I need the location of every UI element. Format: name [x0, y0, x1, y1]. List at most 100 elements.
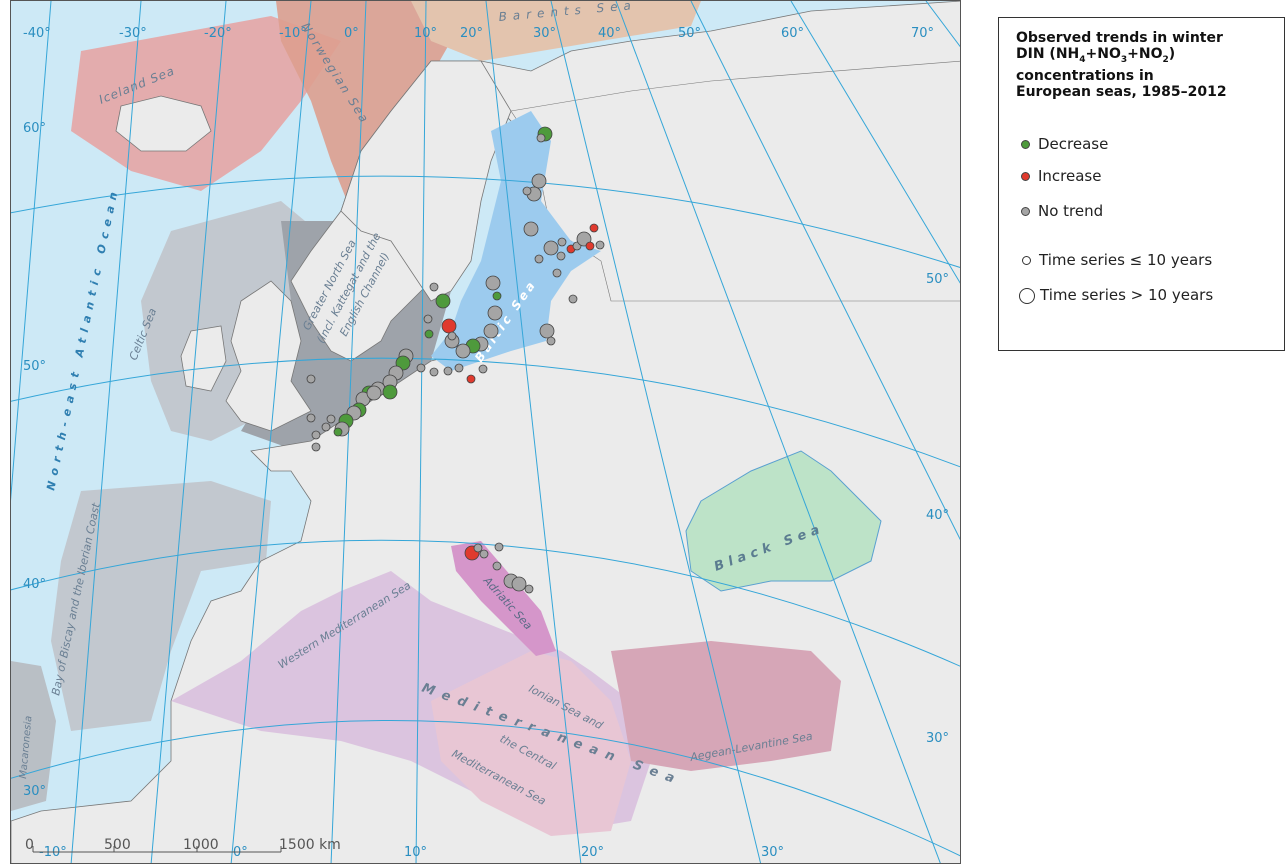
station-decrease: [492, 291, 502, 301]
scale-label: 500: [104, 837, 131, 853]
station-increase: [589, 223, 599, 233]
station-no-trend: [522, 186, 532, 196]
land-great-britain: [225, 280, 312, 432]
station-no-trend: [485, 275, 501, 291]
station-no-trend: [306, 413, 316, 423]
station-no-trend: [568, 294, 578, 304]
region-black-sea: [685, 450, 882, 592]
station-no-trend: [539, 323, 555, 339]
station-no-trend: [483, 323, 499, 339]
legend-subscript: 3: [1120, 54, 1128, 65]
lon-label-top: -40°: [23, 26, 51, 41]
station-decrease: [435, 293, 451, 309]
legend-title-part: +NO: [1127, 46, 1163, 62]
lon-label-top: -20°: [204, 26, 232, 41]
legend-item-label: Increase: [1038, 167, 1102, 185]
station-decrease: [424, 329, 434, 339]
legend-title-part: DIN (NH: [1016, 46, 1080, 62]
station-no-trend: [454, 363, 464, 373]
legend-subscript: 4: [1079, 54, 1086, 65]
station-no-trend: [523, 221, 539, 237]
graticule-lat-30: [11, 720, 960, 857]
land-iceland: [115, 95, 212, 152]
scale-label: 1000: [183, 837, 219, 853]
station-increase: [585, 241, 595, 251]
legend-item-short-series: Time series ≤ 10 years: [1021, 251, 1212, 269]
lat-label-left: 40°: [23, 577, 46, 592]
legend-item-label: Time series ≤ 10 years: [1039, 251, 1213, 269]
lat-label-left: 60°: [23, 121, 46, 136]
land-scandinavia: [340, 60, 512, 302]
graticule-labels: -40° -30° -20° -10° 0° 10° 20° 30° 40° 5…: [23, 26, 949, 860]
station-decrease: [333, 427, 343, 437]
lon-label-top: 50°: [678, 26, 701, 41]
lat-label-right: 30°: [926, 731, 949, 746]
station-no-trend: [321, 422, 331, 432]
legend-item-label: Decrease: [1038, 135, 1109, 153]
station-no-trend: [524, 584, 534, 594]
legend-item-label: No trend: [1038, 202, 1104, 220]
region-ionian-sea: [431, 651, 631, 836]
station-increase: [466, 374, 476, 384]
increase-dot-icon: [1021, 172, 1030, 181]
region-macaronesia: [11, 661, 56, 811]
station-no-trend: [423, 314, 433, 324]
legend-title: Observed trends in winter DIN (NH4+NO3+N…: [1016, 30, 1227, 100]
legend-item-label: Time series > 10 years: [1040, 286, 1214, 304]
station-no-trend: [556, 251, 566, 261]
graticule: [11, 1, 960, 863]
graticule-lon-60: [790, 1, 960, 284]
graticule-lon-m20: [150, 1, 227, 863]
land-ireland: [180, 325, 227, 392]
station-no-trend: [494, 542, 504, 552]
lon-label-top: 0°: [344, 26, 359, 41]
scale-bar: 0 500 1000 1500 km: [25, 837, 341, 853]
legend-item-increase: Increase: [1021, 167, 1101, 185]
graticule-lon-30: [550, 1, 762, 863]
station-no-trend: [557, 237, 567, 247]
station-no-trend: [416, 363, 426, 373]
legend-title-line: concentrations in: [1016, 67, 1154, 84]
region-baltic-sea: [431, 111, 601, 371]
region-norwegian-sea: [276, 1, 451, 211]
station-no-trend: [447, 331, 457, 341]
legend-item-decrease: Decrease: [1021, 135, 1108, 153]
map: -40° -30° -20° -10° 0° 10° 20° 30° 40° 5…: [10, 0, 961, 864]
station-no-trend: [455, 343, 471, 359]
station-no-trend: [543, 240, 559, 256]
graticule-lon-m10: [230, 1, 312, 863]
lon-label-top: 40°: [598, 26, 621, 41]
lon-label-top: 10°: [414, 26, 437, 41]
label-macaronesia: Macaronesia: [18, 715, 34, 779]
station-no-trend: [487, 305, 503, 321]
region-adriatic-sea: [451, 541, 556, 656]
graticule-lon-20: [485, 1, 582, 863]
lon-label-top: -30°: [119, 26, 147, 41]
lon-label-bottom: 30°: [761, 845, 784, 860]
lat-label-left: 50°: [23, 359, 46, 374]
graticule-lon-10: [415, 1, 427, 863]
scale-label: 0: [25, 837, 34, 853]
lon-label-top: 70°: [911, 26, 934, 41]
station-no-trend: [511, 576, 527, 592]
station-no-trend: [478, 364, 488, 374]
large-circle-icon: [1019, 287, 1035, 304]
station-no-trend: [531, 173, 547, 189]
station-no-trend: [536, 133, 546, 143]
graticule-lon-50: [690, 1, 960, 541]
station-no-trend: [429, 367, 439, 377]
legend-item-no-trend: No trend: [1021, 202, 1103, 220]
region-bay-of-biscay: [51, 481, 271, 731]
station-no-trend: [429, 282, 439, 292]
graticule-lat-40: [11, 539, 960, 667]
graticule-lat-60: [11, 175, 960, 269]
scale-label: 1500 km: [279, 837, 341, 853]
region-barents-sea: [411, 1, 701, 61]
lat-label-right: 50°: [926, 272, 949, 287]
station-no-trend: [366, 385, 382, 401]
region-aegean-levantine: [611, 641, 841, 771]
station-no-trend: [479, 549, 489, 559]
station-no-trend: [492, 561, 502, 571]
station-increase: [441, 318, 457, 334]
station-no-trend: [443, 366, 453, 376]
